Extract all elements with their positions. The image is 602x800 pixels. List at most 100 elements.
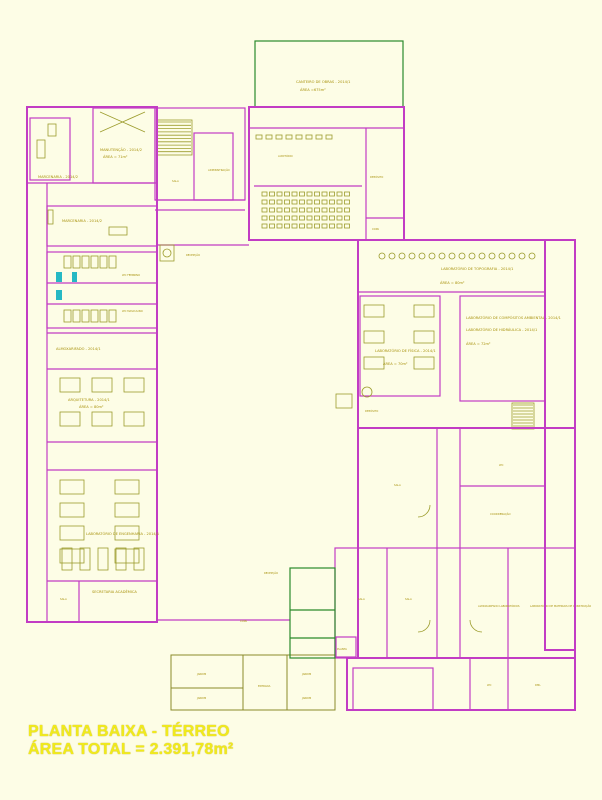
restroom-stall (72, 309, 81, 323)
room-label-marcenaria-top: MARCENARIA - 2014/2 (38, 175, 78, 179)
auditorium-seat (284, 207, 290, 213)
lab-bench (413, 304, 435, 318)
restroom-stall (63, 309, 72, 323)
auditorium-seat (344, 191, 350, 197)
auditorium-seat (314, 223, 320, 229)
room-label-jardim-b: JARDIM (196, 696, 206, 700)
room-label-lab-hidraulica: LABORATÓRIO DE HIDRÁULICA - 2014/1 (466, 327, 537, 332)
restroom-stall (90, 309, 99, 323)
architecture-desks (59, 377, 145, 427)
top-middle-block: SALA ADMINISTRAÇÃO (154, 107, 246, 211)
auditorium-seat (315, 134, 323, 140)
auditorium-seat (265, 134, 273, 140)
auditorium-seat (299, 223, 305, 229)
room-label-canteiro: CANTEIRO DE OBRAS - 2014/1 (296, 80, 350, 84)
room-label-sala-b: SALA (60, 597, 67, 601)
seat (388, 252, 396, 260)
auditorium-seat (299, 199, 305, 205)
room-label-engenharia: LABORATÓRIO DE ENGENHARIA - 2014/1 (86, 531, 159, 536)
auditorium-seat (329, 215, 335, 221)
stairs-right (511, 402, 535, 430)
room-label-almoxarifado: ALMOXARIFADO - 2014/1 (56, 347, 101, 351)
room-label-jardim-d: JARDIM (301, 696, 311, 700)
auditorium-seat (291, 207, 298, 213)
restroom-stall (108, 309, 117, 323)
room-label-sala-d: SALA (358, 597, 365, 601)
room-label-entrada: ENTRADA (258, 684, 271, 688)
auditorium-seat (299, 207, 305, 213)
auditorium-seat (291, 215, 298, 221)
drawing-desk (59, 377, 81, 393)
lab-bench (363, 304, 385, 318)
room-label-copa-b: COPA (240, 619, 247, 623)
auditorium-seat (276, 207, 283, 213)
auditorium-seat (269, 199, 275, 205)
auditorium-seat (344, 215, 350, 221)
topography-seats (378, 252, 536, 260)
room-label-wc-fem: WC FEMININO (122, 273, 140, 277)
lab-desk (59, 479, 85, 495)
drawing-desk (123, 377, 145, 393)
right-upper-labs: LABORATÓRIO DE TOPOGRAFIA - 2014/1 ÁREA … (335, 239, 576, 430)
room-label-wc-c: WC (487, 683, 492, 687)
room-label-coord: COORDENAÇÃO (490, 511, 511, 516)
room-label-copa: COPA (372, 227, 379, 231)
drawing-desk (91, 377, 113, 393)
room-label-almox-labs: ALMOXARIFADO LABORATÓRIOS (478, 603, 520, 608)
room-label-planta: PLANTA (337, 647, 347, 651)
engineering-desks (59, 479, 145, 571)
seat (528, 252, 536, 260)
auditorium-seat (305, 134, 313, 140)
auditorium-seat (284, 215, 290, 221)
seat (468, 252, 476, 260)
auditorium-seat (344, 207, 350, 213)
lab-desk (59, 502, 85, 518)
room-label-auditorium: AUDITÓRIO (278, 153, 293, 158)
lab-desk (114, 502, 140, 518)
auditorium-seat (284, 191, 290, 197)
lab-desk (59, 525, 85, 541)
room-area-manutencao: ÁREA = 71m² (103, 154, 128, 159)
room-label-dml: DML (535, 683, 541, 687)
auditorium-seat (299, 191, 305, 197)
construction-site-area: CANTEIRO DE OBRAS - 2014/1 ÁREA =675m² (254, 40, 404, 108)
seat (378, 252, 386, 260)
plan-title: PLANTA BAIXA - TÉRREO (28, 723, 230, 740)
room-area-canteiro: ÁREA =675m² (300, 87, 326, 92)
room-label-lab-compositos: LABORATÓRIO DE COMPÓSITOS AMBIENTAL - 20… (466, 315, 561, 320)
auditorium-seat (321, 191, 328, 197)
auditorium-seat (269, 215, 275, 221)
room-label-jardim-c: JARDIM (301, 672, 311, 676)
auditorium-seat (255, 134, 263, 140)
auditorium-seat (325, 134, 333, 140)
seat (458, 252, 466, 260)
restroom-stall (108, 255, 117, 269)
auditorium-seat (276, 191, 283, 197)
auditorium-seat (306, 215, 313, 221)
seat (478, 252, 486, 260)
auditorium-seat (321, 223, 328, 229)
room-label-secretaria: SECRETARIA ACADÊMICA (92, 589, 137, 594)
auditorium-seat (314, 215, 320, 221)
auditorium-seat (306, 199, 313, 205)
lab-desk (114, 548, 140, 564)
room-label-deposito-lab: DEPÓSITO (365, 408, 378, 413)
auditorium-seat (269, 207, 275, 213)
auditorium-seat (276, 199, 283, 205)
drawing-desk (123, 411, 145, 427)
seat (518, 252, 526, 260)
auditorium-seat (291, 223, 298, 229)
corridors: RECEPÇÃO (157, 244, 290, 621)
seat (418, 252, 426, 260)
room-label-lab-materiais: LABORATÓRIO DE MATERIAIS DE CONSTRUÇÃO (530, 603, 591, 608)
auditorium-seat (261, 199, 268, 205)
auditorium-seat (276, 223, 283, 229)
auditorium-seat (284, 223, 290, 229)
auditorium-seat (261, 207, 268, 213)
elevator-right (335, 393, 353, 409)
restroom-stall (81, 255, 90, 269)
auditorium-seat (336, 199, 343, 205)
restroom-stall (90, 255, 99, 269)
auditorium-seats (255, 134, 350, 229)
